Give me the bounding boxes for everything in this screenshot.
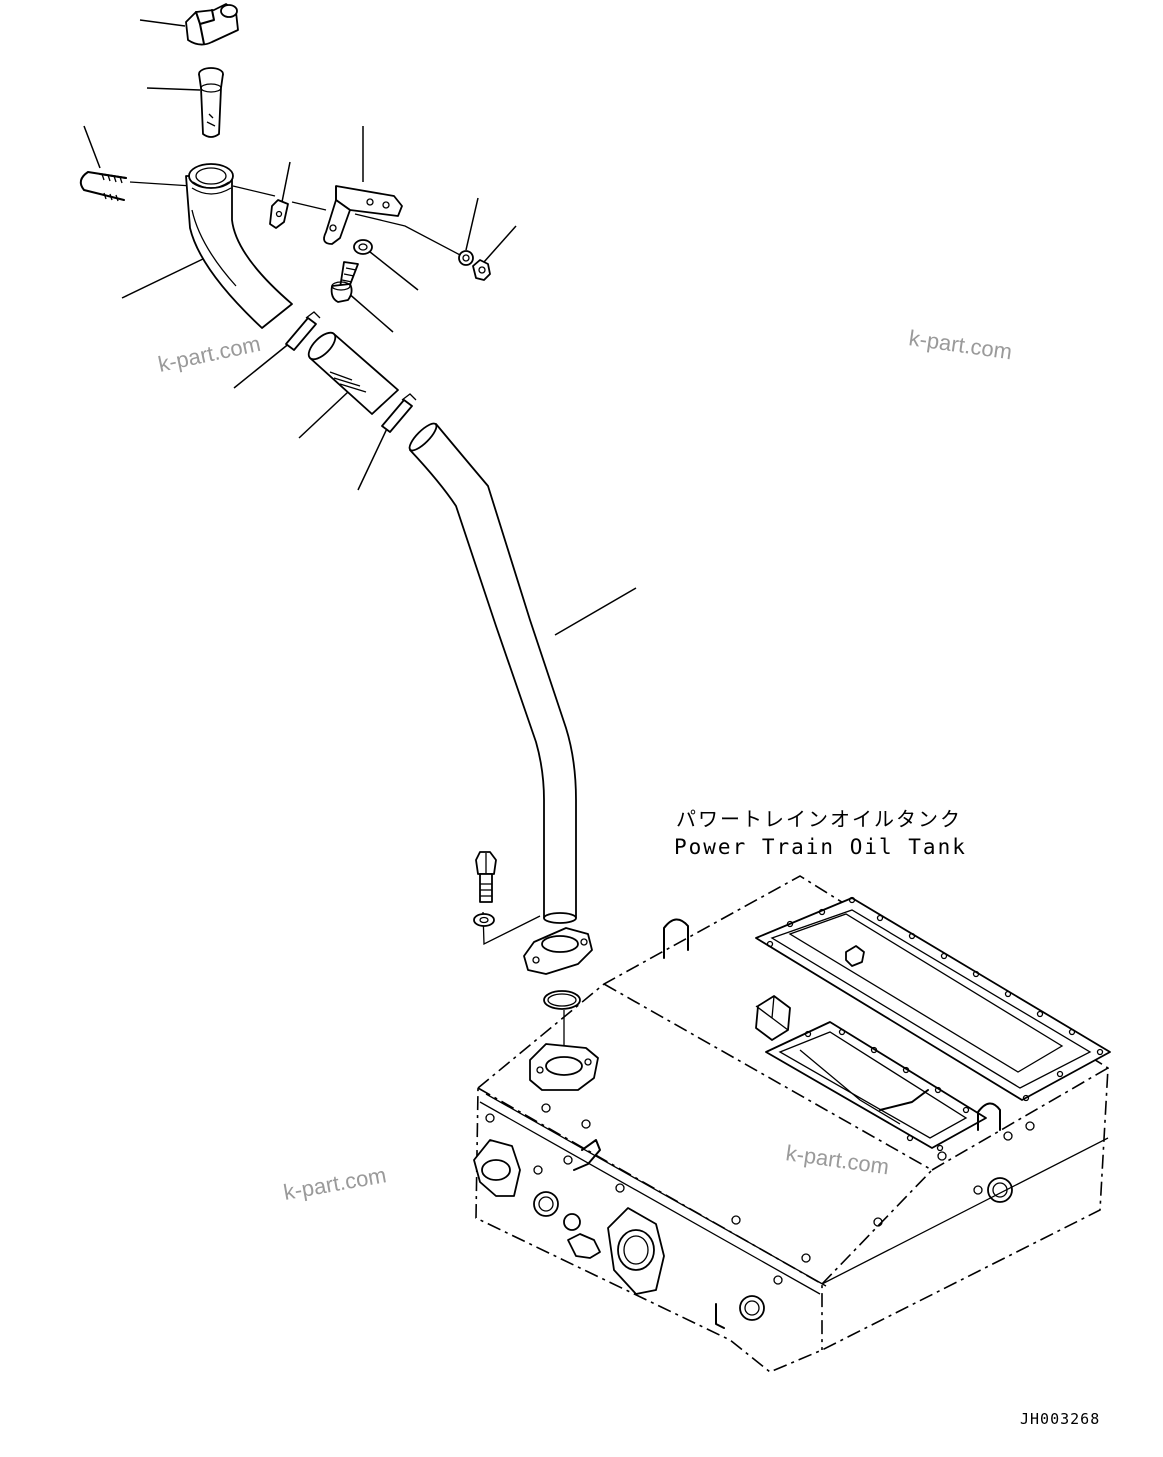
- flange-washer: [473, 913, 495, 927]
- tank-label-jp: パワートレインオイルタンク: [676, 807, 962, 831]
- u-bolt: [79, 171, 127, 202]
- watermark: k-part.com: [282, 1162, 389, 1205]
- drawing-id: JH003268: [1020, 1410, 1100, 1428]
- watermark: k-part.com: [156, 331, 263, 377]
- bracket: [323, 185, 403, 245]
- o-ring: [543, 990, 581, 1010]
- watermark: k-part.com: [907, 325, 1013, 364]
- tank-port-flange: [529, 1043, 599, 1091]
- hose-clamp-lower: [381, 393, 417, 433]
- power-train-oil-tank: [473, 875, 1111, 1373]
- pipe-flange: [523, 927, 593, 975]
- hose-clamp-upper: [285, 311, 321, 351]
- filler-elbow-pipe: [185, 163, 293, 329]
- nut: [458, 250, 491, 281]
- tank-label-en: Power Train Oil Tank: [674, 835, 967, 859]
- washer: [353, 239, 373, 255]
- filler-tube: [408, 422, 577, 924]
- strainer: [198, 67, 224, 138]
- watermark: k-part.com: [784, 1140, 890, 1179]
- filler-cap: [185, 3, 239, 46]
- clamp-piece: [269, 199, 289, 229]
- rubber-hose: [307, 331, 399, 415]
- flange-bolt: [475, 851, 497, 903]
- bolt: [330, 261, 359, 303]
